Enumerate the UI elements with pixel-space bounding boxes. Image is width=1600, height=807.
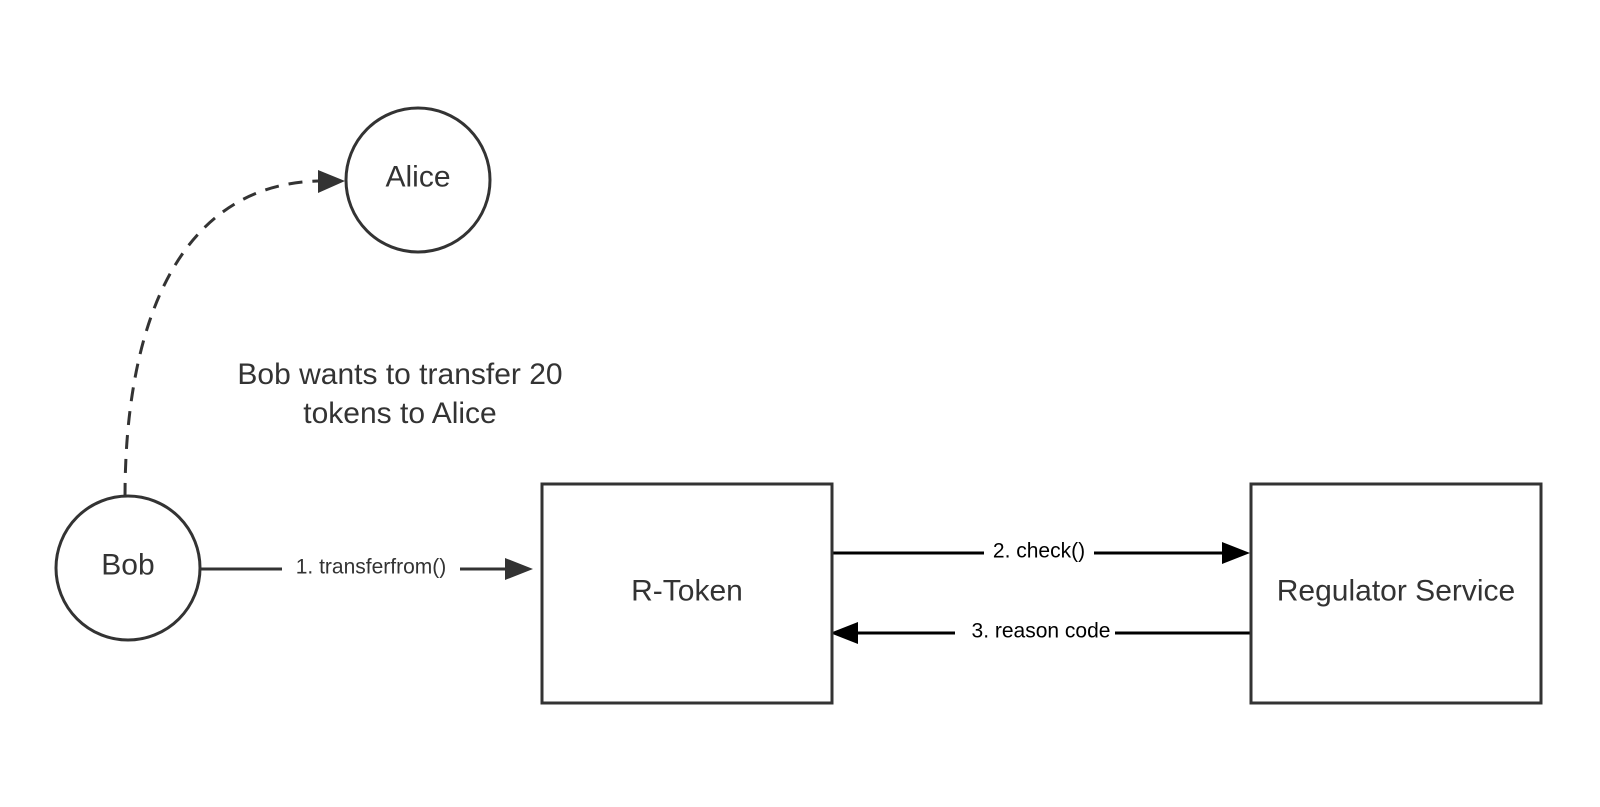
edge-check: 2. check() bbox=[830, 540, 1250, 566]
note-line-1: Bob wants to transfer 20 bbox=[237, 358, 562, 391]
edge-label-check: 2. check() bbox=[993, 540, 1085, 563]
arrowhead-icon bbox=[1222, 542, 1250, 564]
edge-label-reason-code: 3. reason code bbox=[972, 620, 1111, 643]
edge-transferfrom: 1. transferfrom() bbox=[198, 556, 533, 582]
note-line-2: tokens to Alice bbox=[303, 397, 496, 430]
node-bob: Bob bbox=[54, 494, 202, 642]
edge-label-transferfrom: 1. transferfrom() bbox=[296, 556, 447, 579]
edge-reason-code: 3. reason code bbox=[830, 620, 1252, 646]
note-text: Bob wants to transfer 20 tokens to Alice bbox=[237, 358, 562, 430]
node-label-r-token: R-Token bbox=[631, 575, 743, 608]
node-regulator-service: Regulator Service bbox=[1249, 482, 1543, 705]
arrowhead-icon bbox=[505, 558, 533, 580]
node-label-alice: Alice bbox=[385, 161, 450, 194]
node-r-token: R-Token bbox=[540, 482, 834, 705]
arrowhead-icon bbox=[830, 622, 858, 644]
node-label-bob: Bob bbox=[101, 549, 154, 582]
node-alice: Alice bbox=[344, 106, 492, 254]
node-label-regulator-service: Regulator Service bbox=[1277, 575, 1515, 608]
edge-bob-to-alice bbox=[123, 170, 345, 498]
arrowhead-icon bbox=[318, 170, 345, 193]
